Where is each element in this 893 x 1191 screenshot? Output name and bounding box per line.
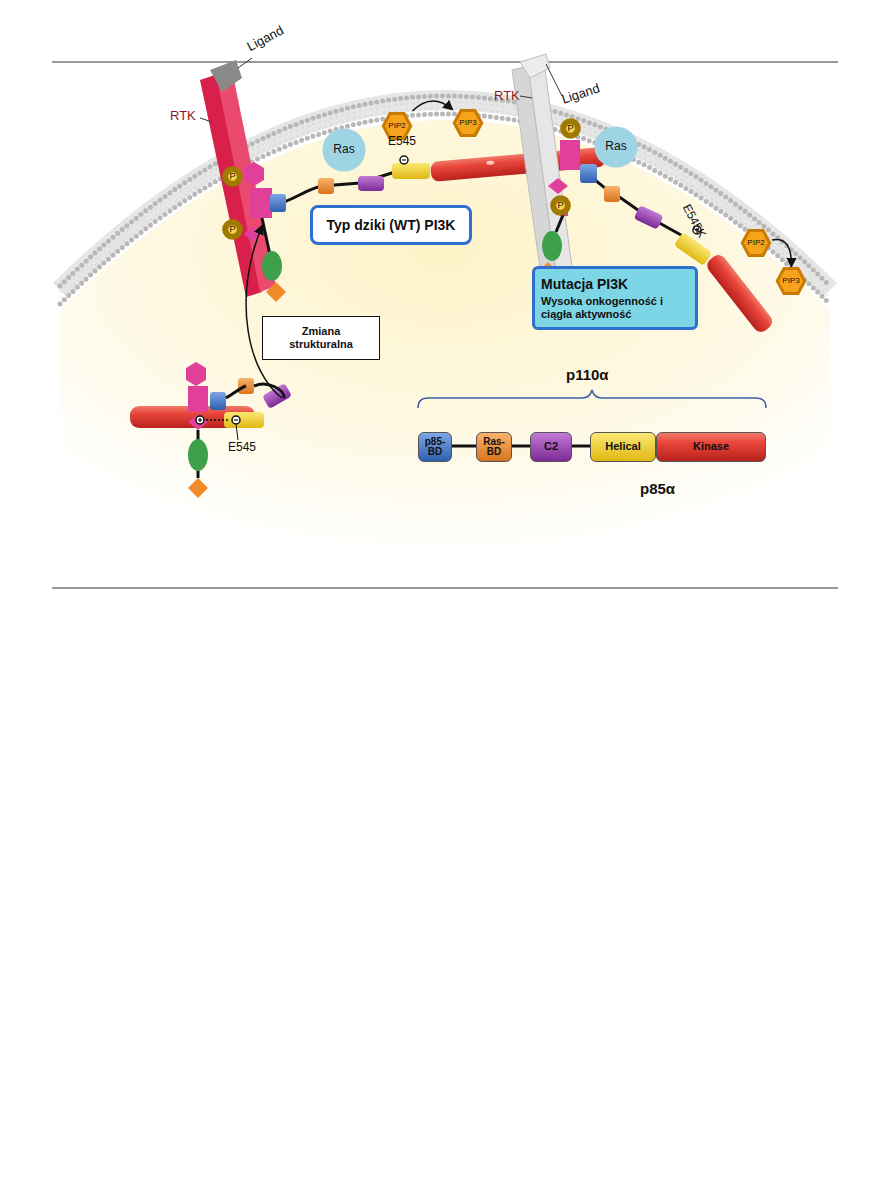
conversion-arrow xyxy=(412,101,452,111)
domain-box: C2 xyxy=(530,432,572,462)
part-label: RTK xyxy=(170,108,196,123)
node-title: Ras xyxy=(605,140,626,154)
part-label: E545 xyxy=(228,440,256,454)
domain-box: Helical xyxy=(590,432,656,462)
node-title: P xyxy=(229,224,235,234)
domain-box: Ras-BD xyxy=(476,432,512,462)
pip3-hexagon: PIP3 xyxy=(777,268,805,294)
part-label: Ligand xyxy=(244,23,286,55)
node-title: Zmiana strukturalna xyxy=(269,325,373,350)
domain-box: p85-BD xyxy=(418,432,452,462)
node-title: Mutacja PI3K xyxy=(541,276,628,292)
node-title: Typ dziki (WT) PI3K xyxy=(327,217,456,233)
domain-box: Kinase xyxy=(656,432,766,462)
part-label: RTK xyxy=(494,88,520,103)
phospho-circle: P xyxy=(225,222,240,237)
node-title: Helical xyxy=(605,441,640,453)
node-title: p85-BD xyxy=(420,437,450,458)
node-title: P xyxy=(567,123,573,133)
wild-type-box: Typ dziki (WT) PI3K xyxy=(310,205,472,245)
part-label: E545K xyxy=(680,202,709,240)
node-title: PIP3 xyxy=(459,118,476,127)
part-label: p85α xyxy=(640,480,675,497)
node-title: P xyxy=(557,200,563,210)
node-title: C2 xyxy=(544,441,558,453)
part-label: p110α xyxy=(566,366,609,383)
pip3-hexagon: PIP3 xyxy=(454,110,482,136)
phospho-circle: P xyxy=(225,169,240,184)
ras-protein: Ras xyxy=(322,128,366,172)
phospho-circle: P xyxy=(563,121,578,136)
structural-change-box: Zmiana strukturalna xyxy=(262,316,380,360)
node-title: Ras xyxy=(333,143,354,157)
node-title: PIP3 xyxy=(782,276,799,285)
node-title: Kinase xyxy=(693,441,729,453)
part-label: Ligand xyxy=(560,80,602,106)
ras-protein: Ras xyxy=(594,126,638,168)
part-label: E545 xyxy=(388,134,416,148)
pip2-hexagon: PIP2 xyxy=(742,230,770,256)
node-title: PIP2 xyxy=(388,121,405,130)
phospho-circle: P xyxy=(553,198,568,213)
node-title: PIP2 xyxy=(747,238,764,247)
mutation-box: Mutacja PI3K Wysoka onkogenność i ciągła … xyxy=(532,266,698,330)
node-title: P xyxy=(229,171,235,181)
node-title: Ras-BD xyxy=(478,437,510,458)
node-body: Wysoka onkogenność i ciągła aktywność xyxy=(541,295,689,320)
conversion-arrow xyxy=(772,239,791,266)
